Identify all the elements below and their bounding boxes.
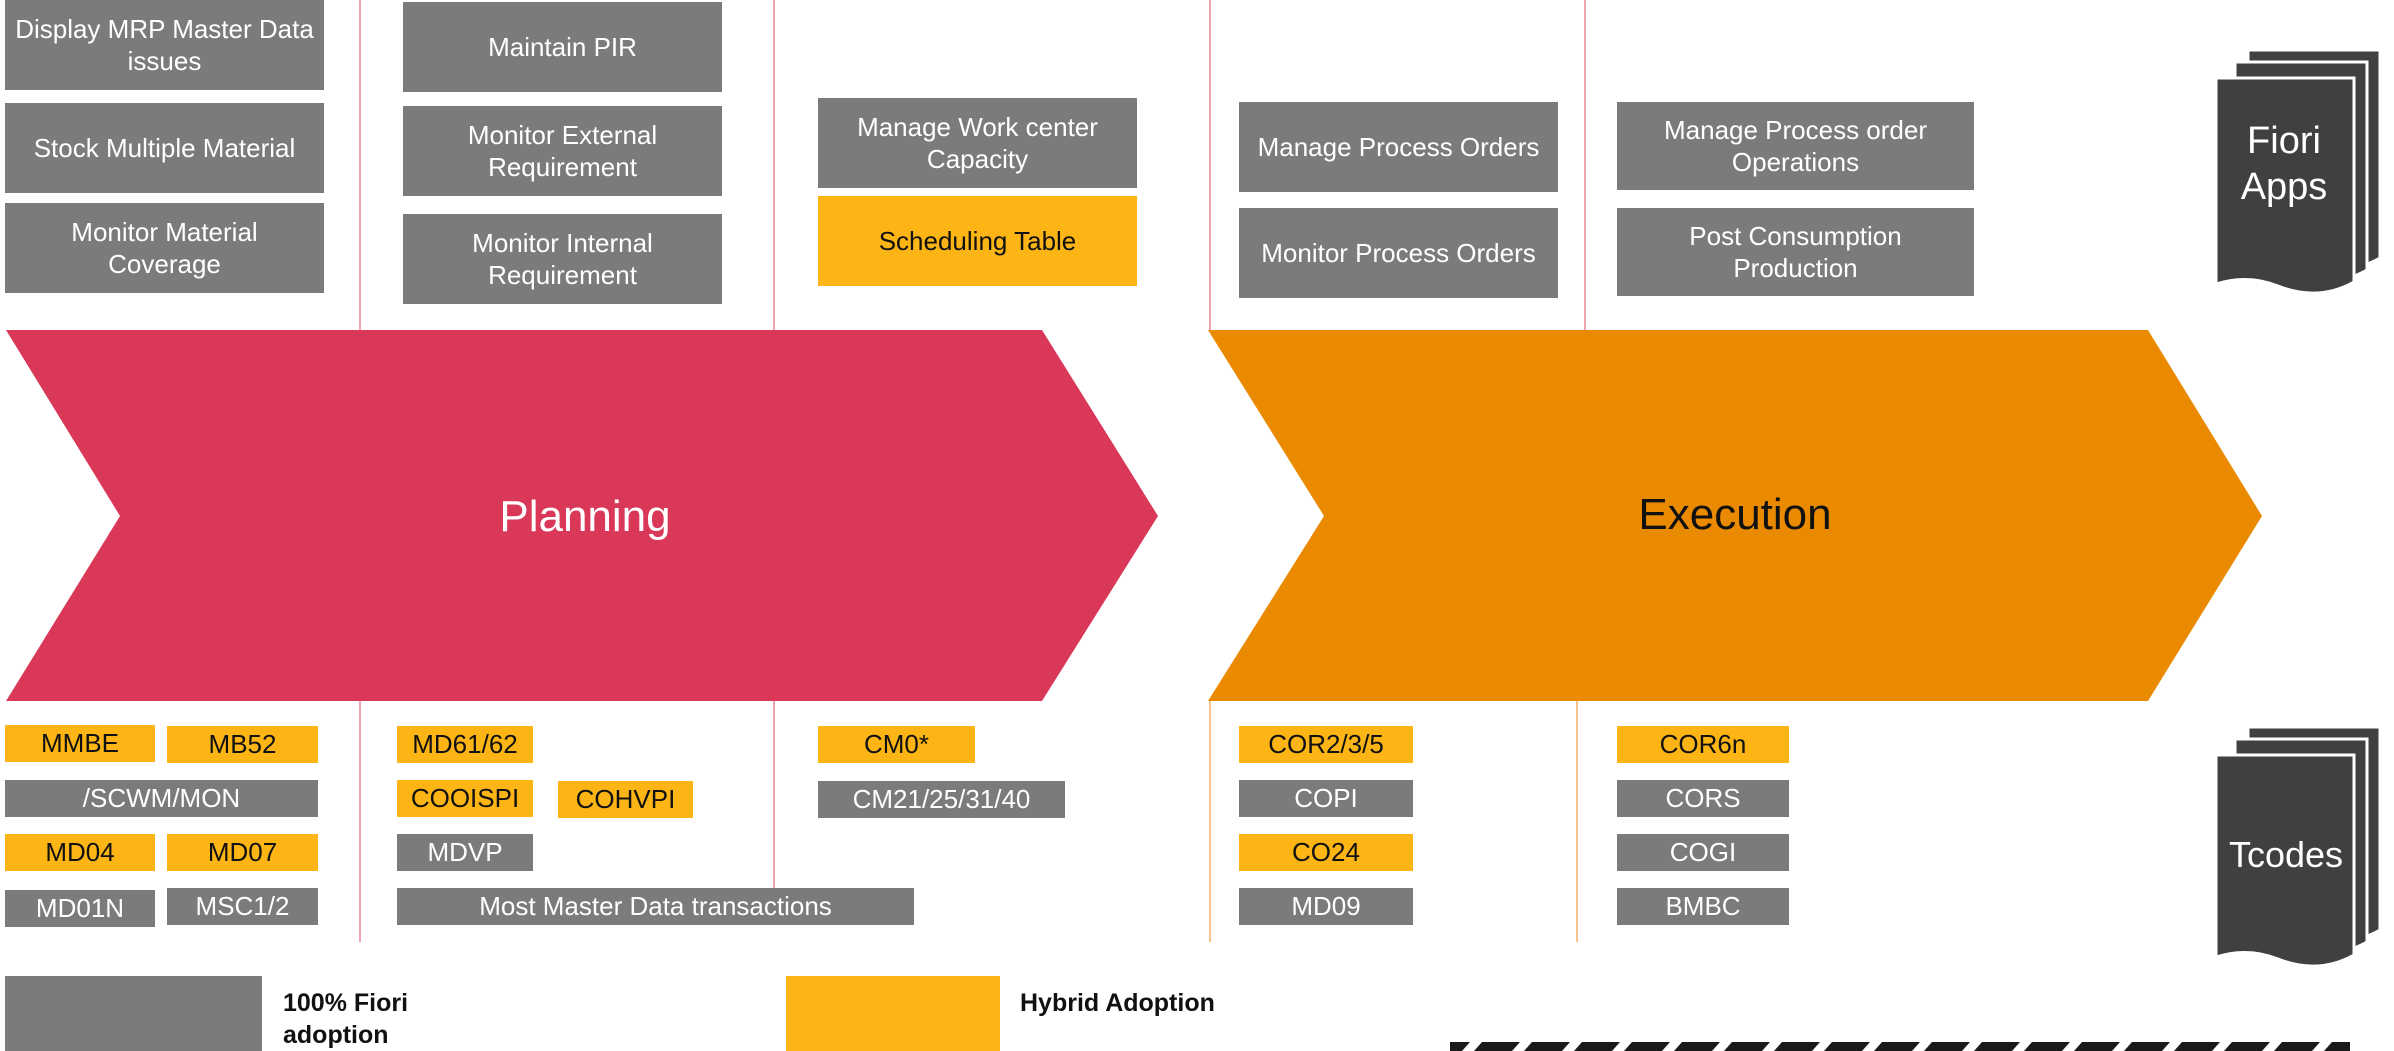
legend-full-fiori-label: 100% Fiori adoption [283,989,409,1049]
decorative-chevron-strip [1450,1042,2350,1051]
separator-line [1209,0,1211,330]
fiori-apps-doc-icon: Fiori Apps [2210,48,2390,296]
separator-line [773,700,775,890]
tcode-box[interactable]: COPI [1239,780,1413,817]
tcode-box[interactable]: /SCWM/MON [5,780,318,817]
tcode-box[interactable]: MD01N [5,890,155,927]
separator-line [773,0,775,330]
tcode-box[interactable]: MSC1/2 [167,888,318,925]
fiori-app-box[interactable]: Manage Process Orders [1239,102,1558,192]
tcode-box[interactable]: COR6n [1617,726,1789,763]
legend-yellow-swatch [786,976,1000,1051]
tcode-box[interactable]: MD07 [167,834,318,871]
tcode-box[interactable]: MMBE [5,725,155,762]
tcodes-label: Tcodes [2228,834,2344,875]
fiori-app-box[interactable]: Post Consumption Production [1617,208,1974,296]
legend-gray-swatch [5,976,262,1051]
fiori-apps-label: Fiori Apps [2240,120,2328,208]
tcode-box[interactable]: CORS [1617,780,1789,817]
fiori-app-box[interactable]: Maintain PIR [403,2,722,92]
separator-line [1209,700,1211,942]
fiori-app-box[interactable]: Display MRP Master Data issues [5,0,324,90]
fiori-app-box[interactable]: Manage Work center Capacity [818,98,1137,188]
tcode-box[interactable]: COGI [1617,834,1789,871]
execution-label: Execution [1638,490,1832,539]
fiori-app-box[interactable]: Manage Process order Operations [1617,102,1974,190]
fiori-app-box[interactable]: Monitor Process Orders [1239,208,1558,298]
tcode-box[interactable]: COOISPI [397,780,533,817]
fiori-app-box[interactable]: Stock Multiple Material [5,103,324,193]
fiori-app-box[interactable]: Scheduling Table [818,196,1137,286]
fiori-app-box[interactable]: Monitor Material Coverage [5,203,324,293]
legend-hybrid-label: Hybrid Adoption [1020,989,1215,1017]
separator-line [359,0,361,330]
tcode-box[interactable]: MD04 [5,834,155,871]
separator-line [359,700,361,942]
document-stack-icon [2214,48,2382,295]
separator-line [1584,0,1586,330]
tcode-box[interactable]: COR2/3/5 [1239,726,1413,763]
tcode-box[interactable]: COHVPI [558,781,693,818]
tcode-box[interactable]: Most Master Data transactions [397,888,914,925]
tcode-box[interactable]: MB52 [167,726,318,763]
tcode-box[interactable]: MDVP [397,834,533,871]
separator-line [1576,700,1578,942]
tcode-box[interactable]: CO24 [1239,834,1413,871]
tcode-box[interactable]: CM0* [818,726,975,763]
tcode-box[interactable]: CM21/25/31/40 [818,781,1065,818]
tcode-box[interactable]: MD09 [1239,888,1413,925]
planning-label: Planning [499,492,671,541]
execution-arrow [1208,330,2262,701]
tcode-box[interactable]: MD61/62 [397,726,533,763]
document-stack-icon [2214,725,2382,968]
fiori-app-box[interactable]: Monitor External Requirement [403,106,722,196]
tcode-box[interactable]: BMBC [1617,888,1789,925]
fiori-app-box[interactable]: Monitor Internal Requirement [403,214,722,304]
tcodes-doc-icon: Tcodes [2210,725,2390,970]
planning-arrow [6,330,1158,701]
